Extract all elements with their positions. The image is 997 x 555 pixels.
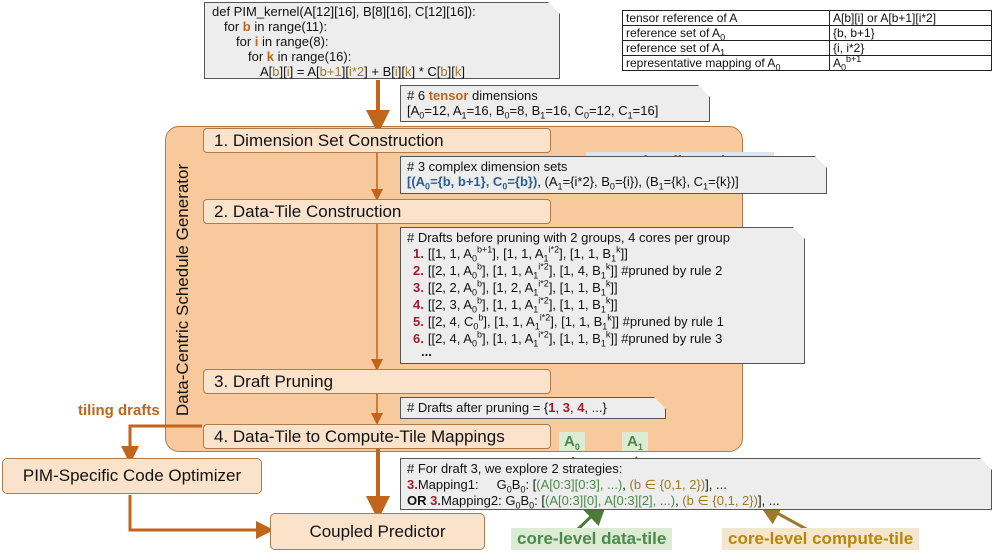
tensor-dimensions-note: # 6 tensor dimensions [A0=12, A1=16, B0=… [400, 85, 710, 122]
a1-tag: A1 [622, 432, 648, 452]
table-cell: A0b+1 [829, 55, 992, 72]
draft-row: 1.[[1, 1, A0b+1], [1, 1, A1i*2], [1, 1, … [413, 244, 628, 264]
table-row: reference set of A0 {b, b+1} [622, 25, 992, 42]
table-cell: tensor reference of A [622, 10, 830, 26]
stage-draft-pruning: 3. Draft Pruning [203, 369, 551, 394]
table-row: reference set of A1 {i, i*2} [622, 40, 992, 57]
mapping-1: 3.Mapping1: G0B0: [(A[0:3][0:3], ...), (… [407, 477, 727, 495]
data-tile-label: core-level data-tile [511, 528, 673, 550]
draft-row: 3.[[2, 2, A0b], [1, 2, A1i*2], [1, 1, B1… [413, 278, 618, 298]
drafts-note: # Drafts before pruning with 2 groups, 4… [400, 227, 805, 364]
compute-tile-label: core-level compute-tile [722, 528, 920, 550]
table-cell: reference set of A1 [622, 40, 830, 57]
code-line-loop-i: for i in range(8): [236, 34, 329, 49]
a0-tag: A0 [559, 432, 585, 452]
draft-ellipsis: ... [421, 344, 432, 359]
stage-mappings: 4. Data-Tile to Compute-Tile Mappings [203, 424, 551, 449]
table-cell: representative mapping of A0 [622, 55, 830, 72]
tiling-drafts-label: tiling drafts [78, 402, 160, 419]
strategies-note: # For draft 3, we explore 2 strategies: … [400, 458, 992, 510]
after-pruning-note: # Drafts after pruning = {1, 3, 4, ...} [400, 397, 666, 419]
table-cell: {b, b+1} [829, 25, 992, 41]
mapping-2: OR 3.Mapping2: G0B0: [(A[0:3][0], A[0:3]… [407, 493, 780, 511]
draft-list: 1.[[1, 1, A0b+1], [1, 1, A1i*2], [1, 1, … [407, 245, 798, 347]
draft-row: 2.[[2, 1, A0b], [1, 1, A1i*2], [1, 4, B1… [413, 261, 723, 281]
code-line-loop-b: for b in range(11): [224, 19, 328, 34]
arrow-tiling-drafts [121, 424, 202, 464]
table-cell: {i, i*2} [829, 40, 992, 56]
complex-sets-note: # 3 complex dimension sets [(A0={b, b+1}… [400, 156, 827, 194]
code-line-loop-k: for k in range(16): [248, 49, 352, 64]
reference-table: tensor reference of A A[b][i] or A[b+1][… [622, 10, 992, 72]
table-row: representative mapping of A0 A0b+1 [622, 55, 992, 72]
draft-row: 5.[[2, 4, C0b], [1, 1, A1i*2], [1, 1, B1… [413, 312, 724, 332]
coupled-predictor: Coupled Predictor [270, 513, 485, 550]
code-line-def: def PIM_kernel(A[12][16], B[8][16], C[12… [212, 4, 476, 19]
pim-code-optimizer: PIM-Specific Code Optimizer [2, 458, 262, 494]
draft-row: 4.[[2, 3, A0b], [1, 1, A1i*2], [1, 1, B1… [413, 295, 618, 315]
arrow-compute-tile [757, 502, 809, 532]
arrow-data-tile [575, 500, 608, 532]
stage-dimension-set-construction: 1. Dimension Set Construction [203, 128, 551, 153]
kernel-code: def PIM_kernel(A[12][16], B[8][16], C[12… [204, 2, 560, 79]
table-row: tensor reference of A A[b][i] or A[b+1][… [622, 10, 992, 26]
draft-row: 6.[[2, 4, A0b], [1, 1, A1i*2], [1, 1, B1… [413, 329, 723, 349]
stage-data-tile-construction: 2. Data-Tile Construction [203, 199, 551, 224]
arrow-optimizer-to-predictor [128, 495, 274, 539]
code-line-body: A[b][i] = A[b+1][i*2] + B[i][k] * C[b][k… [260, 64, 465, 79]
table-cell: reference set of A0 [622, 25, 830, 42]
table-cell: A[b][i] or A[b+1][i*2] [829, 10, 992, 26]
